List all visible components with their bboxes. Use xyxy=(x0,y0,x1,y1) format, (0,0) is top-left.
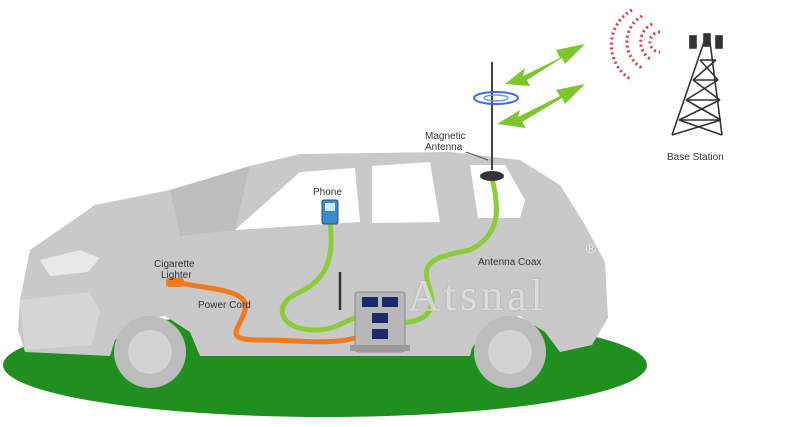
cell-tower-icon xyxy=(671,33,723,136)
signal-booster-icon xyxy=(338,272,410,353)
uplink-arrow xyxy=(497,84,585,128)
rear-wheel-hub xyxy=(488,330,532,374)
car-windshield-edge xyxy=(170,166,250,236)
power-cord xyxy=(177,280,358,345)
car-front-trim xyxy=(20,292,100,350)
antenna-coax-label: Antenna Coax xyxy=(478,257,542,268)
magnetic-antenna-label-line2: Antenna xyxy=(425,142,463,153)
mobile-phone-icon xyxy=(321,199,339,225)
power-cord-label: Power Cord xyxy=(198,300,251,311)
front-wheel-hub xyxy=(128,330,172,374)
magnetic-antenna-pointer xyxy=(465,151,489,161)
magnetic-antenna-icon xyxy=(473,62,519,181)
watermark-logo: Atsnal xyxy=(408,271,547,320)
phone-label: Phone xyxy=(313,187,342,198)
car-headlight xyxy=(40,250,100,276)
cigarette-lighter-plug xyxy=(166,278,184,287)
base-station-label: Base Station xyxy=(667,152,724,163)
antenna-coax-cable xyxy=(385,175,499,326)
car-rear-window xyxy=(372,162,440,223)
cigarette-lighter-label-line1: Cigarette xyxy=(154,259,195,270)
downlink-arrow xyxy=(505,44,585,86)
phone-coax-cable xyxy=(279,219,358,333)
registered-mark: ® xyxy=(586,240,597,256)
cigarette-lighter-label-line2: Lighter xyxy=(161,270,192,281)
car-body xyxy=(18,152,608,356)
magnetic-antenna-label-line1: Magnetic xyxy=(425,131,466,142)
signal-waves-icon xyxy=(609,8,661,82)
